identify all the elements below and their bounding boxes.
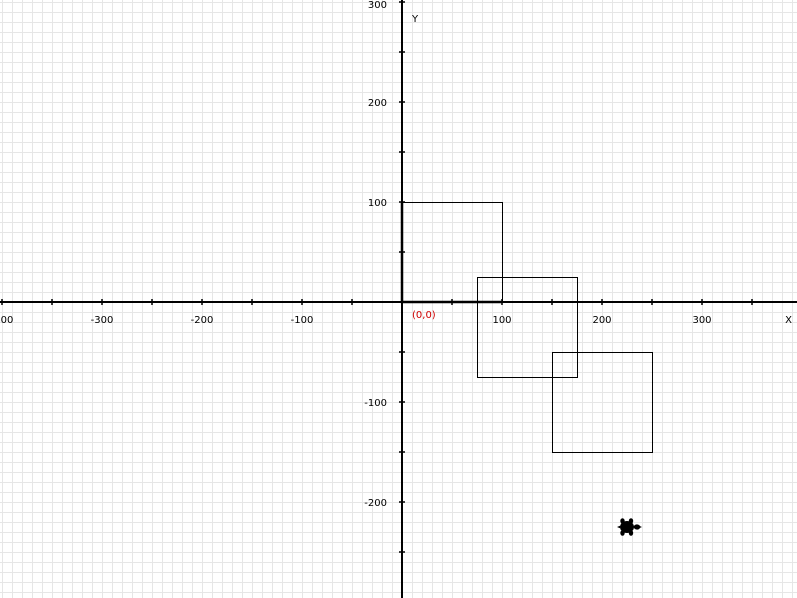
x-tick-label: -400 — [0, 315, 13, 326]
x-tick-label: 100 — [492, 315, 511, 326]
y-tick-label: -100 — [364, 398, 387, 409]
y-tick-label: -200 — [364, 498, 387, 509]
y-tick-label: 300 — [368, 0, 387, 11]
square-outline — [477, 277, 578, 378]
x-axis-label: X — [785, 315, 792, 326]
y-axis-ticks: 300 200 100 -100 -200 — [364, 0, 405, 553]
x-tick-label: 300 — [692, 315, 711, 326]
traced-path — [400, 202, 502, 304]
turtle-shell — [620, 521, 634, 533]
x-axis-ticks: -400 -300 -200 -100 100 200 300 — [0, 299, 753, 326]
turtle-leg — [620, 530, 625, 536]
turtle-leg — [628, 530, 634, 536]
x-tick-label: -300 — [91, 315, 114, 326]
x-tick-label: -100 — [291, 315, 314, 326]
origin-label: (0,0) — [412, 310, 436, 321]
y-tick-label: 100 — [368, 198, 387, 209]
turtle-head — [633, 524, 641, 530]
y-axis-label: Y — [411, 14, 419, 25]
x-tick-label: 200 — [592, 315, 611, 326]
square-outline — [552, 352, 653, 453]
turtle-nose — [639, 525, 642, 529]
turtle-icon[interactable] — [617, 518, 642, 536]
drawn-shapes — [400, 202, 653, 453]
x-tick-label: -200 — [191, 315, 214, 326]
turtle-leg — [628, 518, 634, 524]
turtle-tail — [617, 525, 620, 529]
turtle-leg — [620, 518, 625, 524]
y-tick-label: 200 — [368, 98, 387, 109]
